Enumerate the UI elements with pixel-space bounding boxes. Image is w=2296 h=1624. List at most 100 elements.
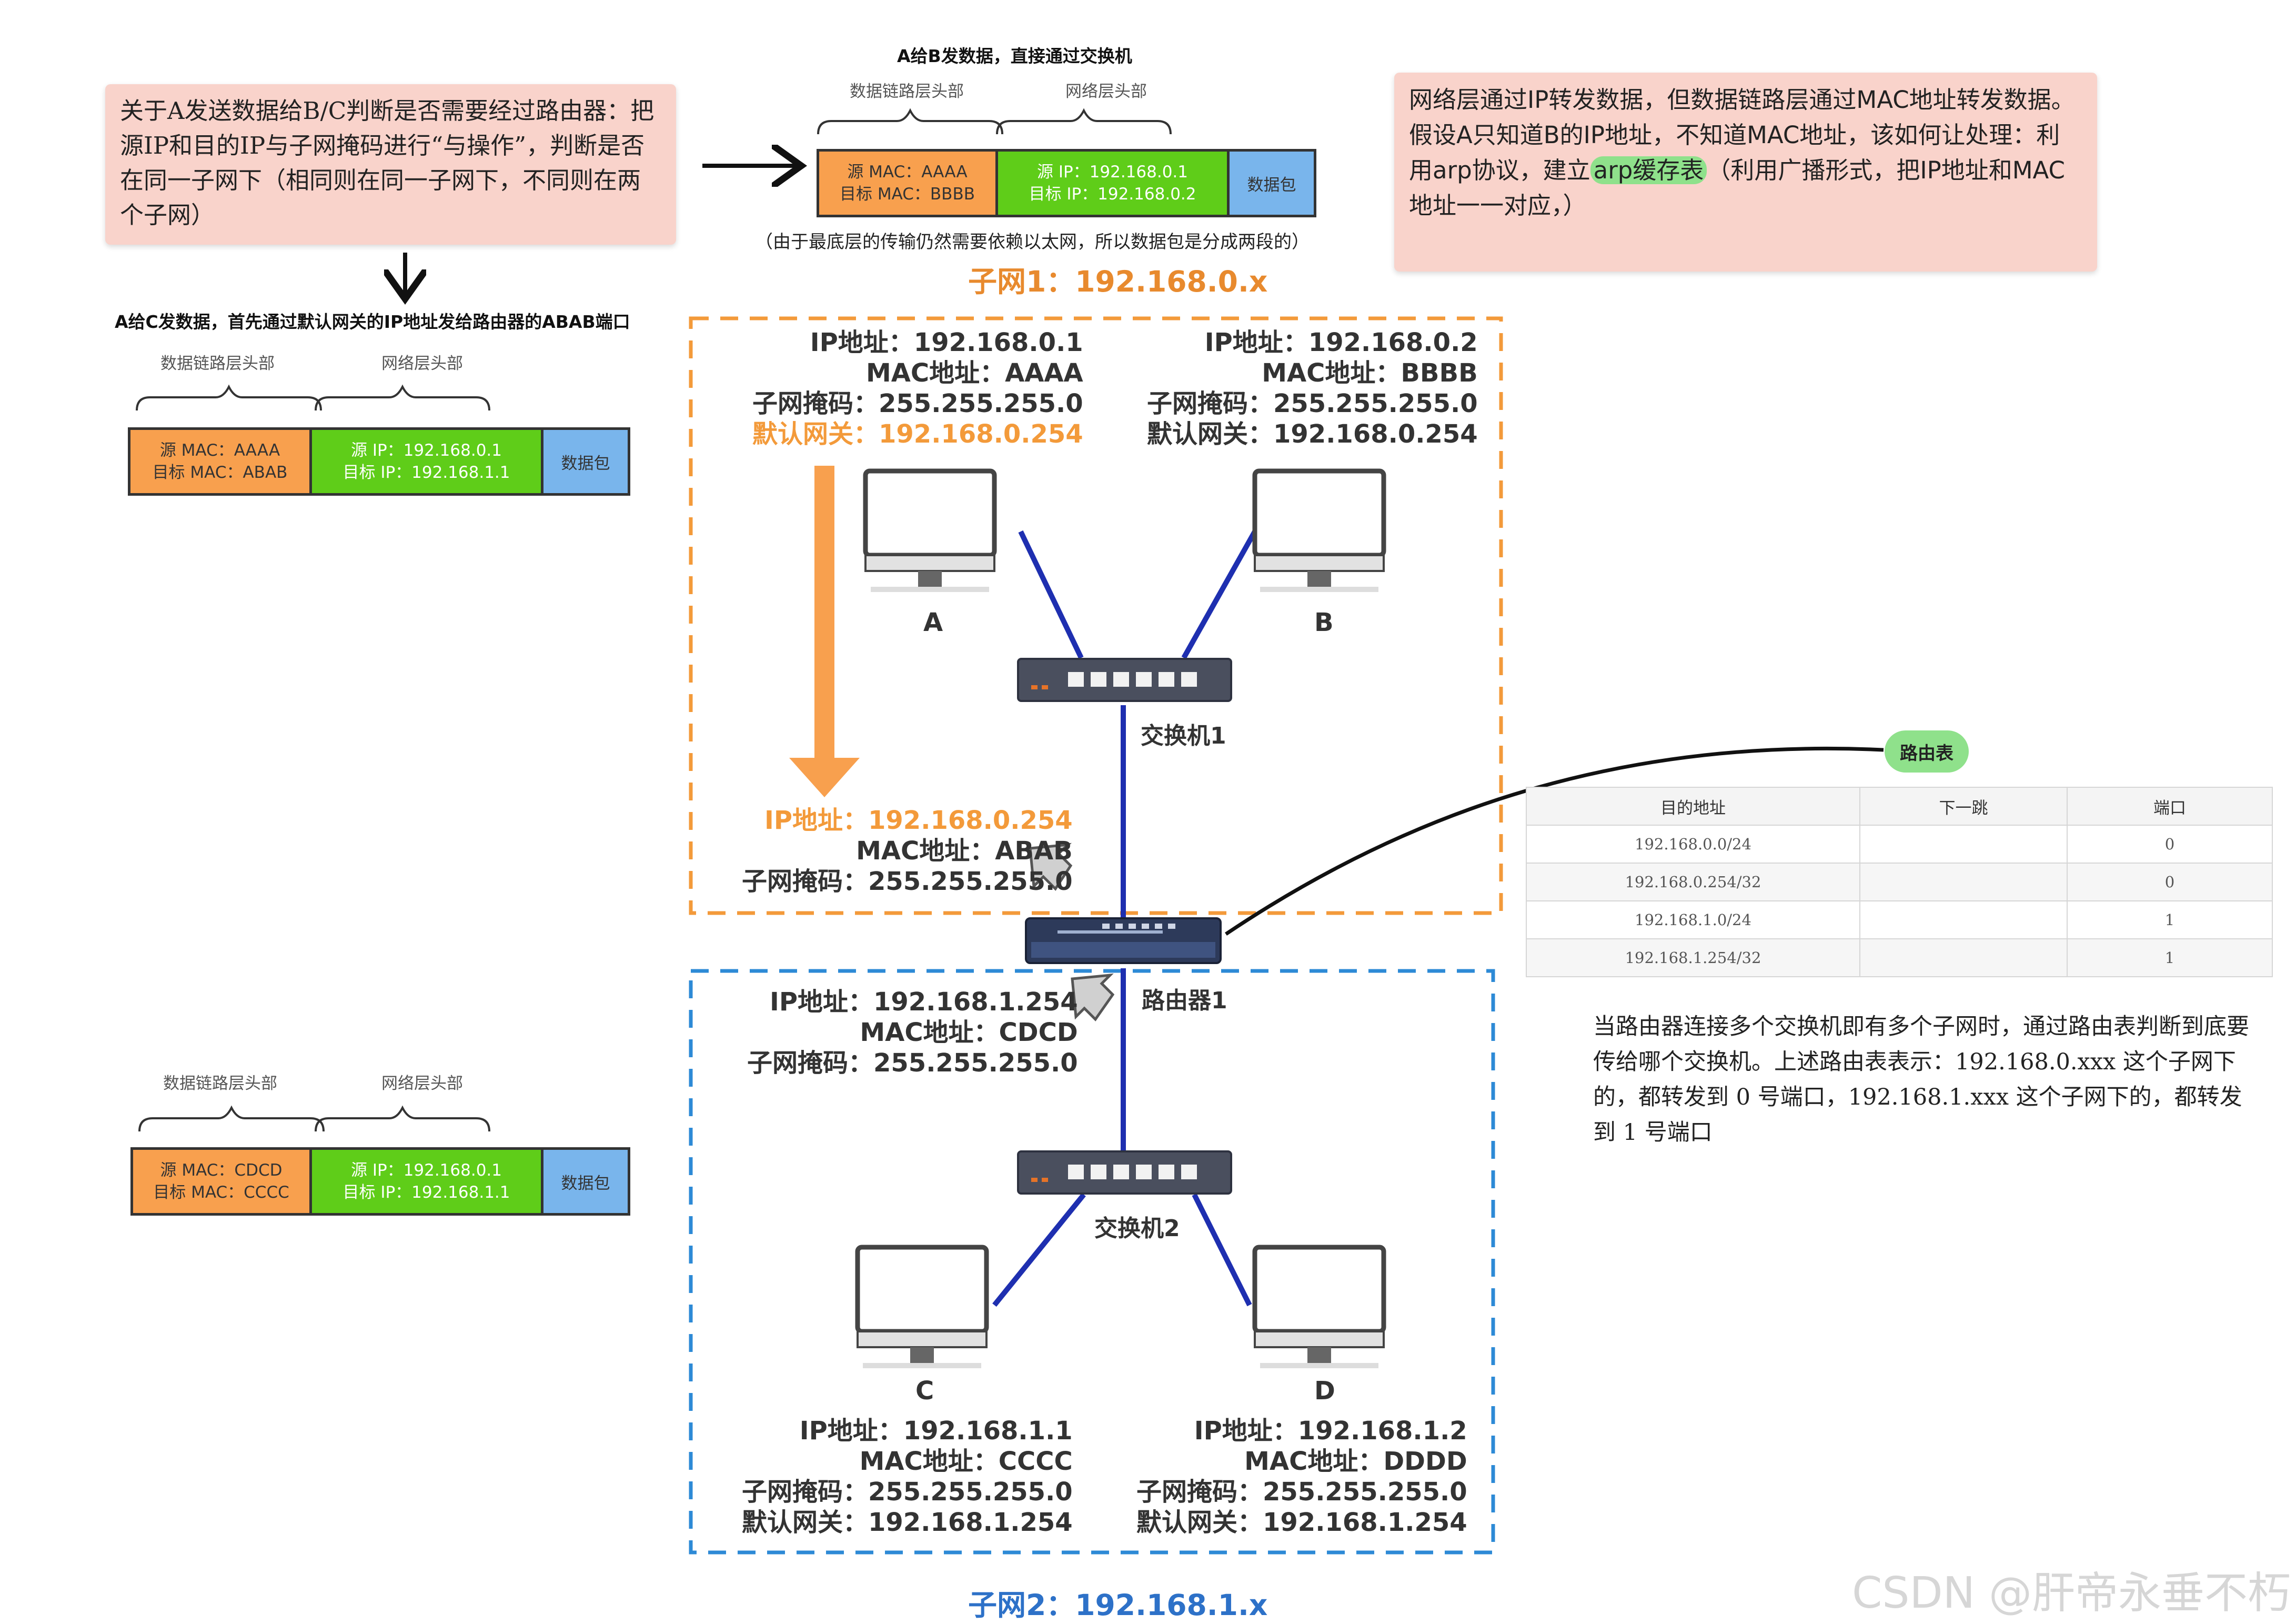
host-ip: IP地址：192.168.0.2 xyxy=(1204,328,1478,357)
link-header-label: 数据链路层头部 xyxy=(160,354,275,373)
host-D-info: IP地址：192.168.1.2 MAC地址：DDDD 子网掩码：255.255… xyxy=(1136,1416,1467,1538)
host-gateway: 默认网关：192.168.0.254 xyxy=(752,419,1083,449)
router-port1-info: IP地址：192.168.1.254 MAC地址：CDCD 子网掩码：255.2… xyxy=(747,987,1078,1078)
host-mac: MAC地址：DDDD xyxy=(1244,1447,1467,1476)
dst-ip: 目标 IP：192.168.0.2 xyxy=(1029,185,1196,204)
routing-table-badge: 路由表 xyxy=(1885,730,1969,773)
host-A-info: IP地址：192.168.0.1 MAC地址：AAAA 子网掩码：255.255… xyxy=(752,327,1083,449)
src-ip: 源 IP：192.168.0.1 xyxy=(350,441,502,460)
host-gateway: 默认网关：192.168.1.254 xyxy=(742,1508,1073,1537)
host-ip: IP地址：192.168.1.2 xyxy=(1194,1416,1467,1446)
watermark: CSDN @肝帝永垂不朽 xyxy=(1852,1568,2291,1618)
cell-destination: 192.168.0.0/24 xyxy=(1526,825,1860,864)
switch1-label: 交换机1 xyxy=(1141,723,1226,749)
network-links xyxy=(992,530,1257,1307)
table-row: 192.168.1.254/32 1 xyxy=(1526,938,2273,977)
arp-note-text-end: （利用广播形式，把IP地址和MAC地址一一对应，） xyxy=(1409,156,2065,219)
routing-decision-note: 关于A发送数据给B/C判断是否需要经过路由器：把源IP和目的IP与子网掩码进行“… xyxy=(105,84,676,245)
net-header-label: 网络层头部 xyxy=(381,354,463,373)
host-mac: MAC地址：AAAA xyxy=(865,358,1083,388)
src-mac: 源 MAC：CDCD xyxy=(160,1161,283,1180)
port-mac: MAC地址：ABAB xyxy=(856,836,1073,866)
src-ip: 源 IP：192.168.0.1 xyxy=(1036,163,1189,182)
col-destination: 目的地址 xyxy=(1526,787,1860,826)
ip-header: 源 IP：192.168.0.1 目标 IP：192.168.1.1 xyxy=(312,427,543,496)
pointer-arrow-port1 xyxy=(1071,973,1115,1021)
switch1-icon xyxy=(1017,658,1232,702)
packet-a-to-router: 源 MAC：AAAA 目标 MAC：ABAB 源 IP：192.168.0.1 … xyxy=(128,427,630,496)
dst-mac: 目标 MAC：ABAB xyxy=(152,463,288,482)
table-row: 192.168.1.0/24 1 xyxy=(1526,900,2273,939)
packet-router-to-c: 源 MAC：CDCD 目标 MAC：CCCC 源 IP：192.168.0.1 … xyxy=(130,1147,630,1216)
computer-D-icon xyxy=(1252,1245,1386,1368)
cell-port: 1 xyxy=(2067,900,2273,939)
header-braces xyxy=(136,108,1172,1132)
host-A-label: A xyxy=(923,608,943,637)
host-B-label: B xyxy=(1314,608,1334,637)
table-row: 192.168.0.254/32 0 xyxy=(1526,863,2273,901)
src-mac: 源 MAC：AAAA xyxy=(159,441,280,460)
computer-A-icon xyxy=(863,468,997,592)
host-gateway: 默认网关：192.168.1.254 xyxy=(1136,1508,1467,1537)
link-header-label: 数据链路层头部 xyxy=(163,1074,277,1093)
dst-ip: 目标 IP：192.168.1.1 xyxy=(343,1183,510,1202)
caption-a-to-b: A给B发数据，直接通过交换机 xyxy=(897,46,1132,66)
dst-ip: 目标 IP：192.168.1.1 xyxy=(343,463,510,482)
payload: 数据包 xyxy=(1230,149,1316,217)
port-ip: IP地址：192.168.0.254 xyxy=(764,806,1073,835)
computer-C-icon xyxy=(855,1245,989,1368)
cell-port: 0 xyxy=(2067,825,2273,864)
ethernet-note: （由于最底层的传输仍然需要依赖以太网，所以数据包是分成两段的） xyxy=(755,232,1310,253)
net-header-label: 网络层头部 xyxy=(381,1074,463,1093)
table-row: 192.168.0.0/24 0 xyxy=(1526,825,2273,864)
dst-mac: 目标 MAC：CCCC xyxy=(153,1183,289,1202)
host-D-label: D xyxy=(1314,1376,1335,1406)
net-header-label: 网络层头部 xyxy=(1065,82,1147,101)
host-C-info: IP地址：192.168.1.1 MAC地址：CCCC 子网掩码：255.255… xyxy=(742,1416,1073,1538)
subnet1-box xyxy=(689,316,1503,915)
cell-port: 0 xyxy=(2067,863,2273,901)
mac-header: 源 MAC：AAAA 目标 MAC：BBBB xyxy=(817,149,998,217)
payload: 数据包 xyxy=(543,1147,630,1216)
subnet1-title: 子网1：192.168.0.x xyxy=(968,265,1268,298)
router1-label: 路由器1 xyxy=(1142,987,1227,1014)
cell-next-hop xyxy=(1859,825,2068,864)
port-mac: MAC地址：CDCD xyxy=(860,1018,1078,1047)
arp-cache-highlight: arp缓存表 xyxy=(1590,156,1707,184)
cell-port: 1 xyxy=(2067,938,2273,977)
src-ip: 源 IP：192.168.0.1 xyxy=(350,1161,502,1180)
host-mac: MAC地址：CCCC xyxy=(859,1447,1073,1476)
cell-destination: 192.168.1.0/24 xyxy=(1526,900,1860,939)
arp-note-text: 网络层通过IP转发数据，但数据链路层通过MAC地址转发数据。假设A只知道B的IP… xyxy=(1409,86,2075,184)
switch2-label: 交换机2 xyxy=(1094,1215,1180,1242)
cell-destination: 192.168.0.254/32 xyxy=(1526,863,1860,901)
cell-next-hop xyxy=(1859,863,2068,901)
computer-B-icon xyxy=(1252,468,1386,592)
ip-header: 源 IP：192.168.0.1 目标 IP：192.168.0.2 xyxy=(998,149,1230,217)
host-C-label: C xyxy=(915,1376,934,1406)
port-mask: 子网掩码：255.255.255.0 xyxy=(742,867,1073,896)
arp-note: 网络层通过IP转发数据，但数据链路层通过MAC地址转发数据。假设A只知道B的IP… xyxy=(1394,73,2097,272)
router-port0-info: IP地址：192.168.0.254 MAC地址：ABAB 子网掩码：255.2… xyxy=(742,805,1073,897)
ip-header: 源 IP：192.168.0.1 目标 IP：192.168.1.1 xyxy=(312,1147,543,1216)
host-mask: 子网掩码：255.255.255.0 xyxy=(1136,1477,1467,1507)
src-mac: 源 MAC：AAAA xyxy=(847,163,968,182)
routing-table-connector xyxy=(1225,746,1884,936)
router1-icon xyxy=(1025,917,1222,964)
orange-arrow-head xyxy=(789,758,860,797)
subnet2-box xyxy=(689,969,1495,1555)
host-mask: 子网掩码：255.255.255.0 xyxy=(752,389,1083,418)
col-next-hop: 下一跳 xyxy=(1859,787,2068,826)
port-ip: IP地址：192.168.1.254 xyxy=(769,987,1078,1017)
link-header-label: 数据链路层头部 xyxy=(850,82,964,101)
switch2-icon xyxy=(1017,1150,1232,1195)
orange-arrow-shaft xyxy=(814,466,834,758)
cell-destination: 192.168.1.254/32 xyxy=(1526,938,1860,977)
subnet2-title: 子网2：192.168.1.x xyxy=(968,1588,1268,1622)
mac-header: 源 MAC：CDCD 目标 MAC：CCCC xyxy=(130,1147,312,1216)
port-mask: 子网掩码：255.255.255.0 xyxy=(747,1048,1078,1078)
cell-next-hop xyxy=(1859,900,2068,939)
host-B-info: IP地址：192.168.0.2 MAC地址：BBBB 子网掩码：255.255… xyxy=(1147,327,1478,449)
host-ip: IP地址：192.168.0.1 xyxy=(810,328,1083,357)
